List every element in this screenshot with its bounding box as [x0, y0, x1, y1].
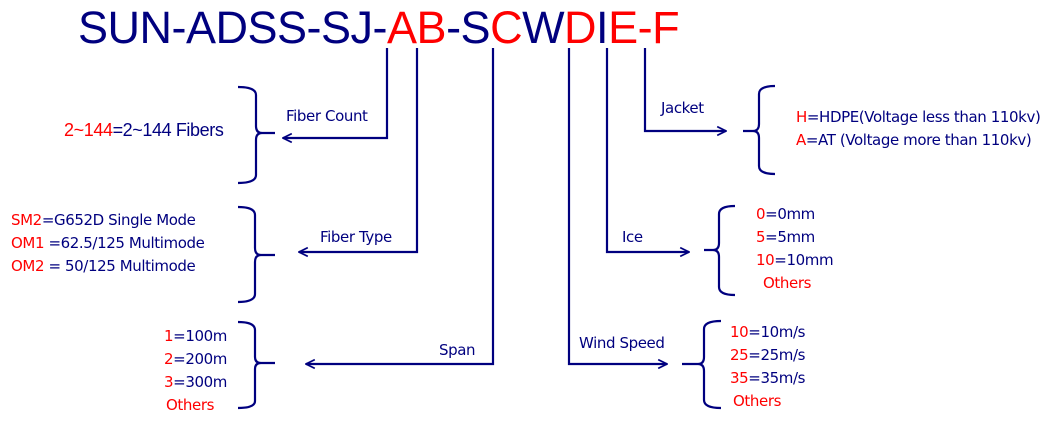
title-code-d: D: [564, 2, 597, 53]
title-dash-s: -S: [446, 2, 491, 53]
option-row: 2~144=2~144 Fibers: [64, 119, 224, 142]
ice-label: Ice: [622, 228, 643, 246]
fiber-count-options: 2~144=2~144 Fibers: [64, 119, 224, 142]
fiber-type-connector: [299, 48, 419, 252]
option-row: Others: [730, 390, 805, 413]
option-desc: =25m/s: [748, 346, 806, 364]
title-code-ef: E-F: [608, 2, 680, 53]
option-code: OM2: [11, 257, 45, 275]
option-row: 35=35m/s: [730, 367, 805, 390]
fiber-type-options: SM2=G652D Single Mode OM1 =62.5/125 Mult…: [11, 209, 205, 278]
option-desc: =0mm: [765, 205, 815, 223]
option-desc: =10m/s: [748, 323, 806, 341]
option-code: 3: [164, 373, 174, 391]
option-code: 25: [730, 346, 749, 364]
title-prefix: SUN-ADSS-SJ-: [78, 2, 388, 53]
option-desc: =100m: [173, 327, 227, 345]
fiber-count-connector: [283, 48, 389, 138]
option-code: 35: [730, 369, 749, 387]
option-code: A: [796, 131, 806, 149]
option-row: 25=25m/s: [730, 344, 805, 367]
option-code: 1: [164, 327, 174, 345]
option-row: 10=10m/s: [730, 321, 805, 344]
option-row: 2=200m: [164, 348, 227, 371]
ice-connector: [605, 48, 689, 252]
span-bracket: [237, 320, 275, 410]
option-desc: = 50/125 Multimode: [44, 257, 196, 275]
wind-speed-connector: [567, 48, 667, 364]
option-code: Others: [763, 274, 812, 292]
option-code: H: [796, 108, 807, 126]
option-desc: =HDPE(Voltage less than 110kv): [806, 108, 1041, 126]
title-code-w: W: [522, 2, 565, 53]
fiber-count-bracket: [237, 85, 275, 185]
option-code: 10: [756, 251, 775, 269]
model-code-title: SUN-ADSS-SJ-AB-SCWDIE-F: [78, 2, 680, 54]
option-desc: =2~144 Fibers: [112, 120, 224, 140]
span-label: Span: [439, 341, 476, 359]
jacket-connector: [643, 48, 726, 131]
option-row: OM2 = 50/125 Multimode: [11, 255, 205, 278]
option-desc: =5mm: [765, 228, 815, 246]
option-code: Others: [166, 396, 215, 414]
option-row: 0=0mm: [756, 203, 833, 226]
jacket-bracket: [743, 84, 776, 176]
fiber-type-label: Fiber Type: [320, 228, 392, 246]
option-row: OM1 =62.5/125 Multimode: [11, 232, 205, 255]
option-code: 0: [756, 205, 766, 223]
span-options: 1=100m 2=200m 3=300m Others: [164, 325, 227, 417]
title-code-i: I: [596, 2, 609, 53]
fiber-count-label: Fiber Count: [286, 107, 368, 125]
option-desc: =62.5/125 Multimode: [44, 234, 205, 252]
wind-speed-options: 10=10m/s 25=25m/s 35=35m/s Others: [730, 321, 805, 413]
option-row: A=AT (Voltage more than 110kv): [796, 129, 1040, 152]
ice-bracket: [704, 204, 736, 297]
option-desc: =AT (Voltage more than 110kv): [805, 131, 1032, 149]
option-row: Others: [756, 272, 833, 295]
wind-speed-bracket: [682, 319, 722, 410]
option-desc: =35m/s: [748, 369, 806, 387]
title-code-c: C: [490, 2, 523, 53]
option-desc: =200m: [173, 350, 227, 368]
title-code-ab: AB: [387, 2, 447, 53]
span-connector: [306, 48, 495, 364]
option-code: 2~144: [64, 120, 113, 140]
option-code: 5: [756, 228, 766, 246]
option-code: Others: [733, 392, 782, 410]
fiber-type-bracket: [237, 205, 275, 304]
option-code: SM2: [11, 211, 42, 229]
option-code: 10: [730, 323, 749, 341]
option-desc: =300m: [173, 373, 227, 391]
option-row: 10=10mm: [756, 249, 834, 272]
option-desc: =10mm: [774, 251, 834, 269]
ice-options: 0=0mm 5=5mm 10=10mm Others: [756, 203, 834, 295]
option-code: 2: [164, 350, 174, 368]
option-row: H=HDPE(Voltage less than 110kv): [796, 106, 1041, 129]
option-row: 1=100m: [164, 325, 227, 348]
option-desc: =G652D Single Mode: [41, 211, 196, 229]
jacket-options: H=HDPE(Voltage less than 110kv) A=AT (Vo…: [796, 106, 1041, 152]
option-row: SM2=G652D Single Mode: [11, 209, 205, 232]
option-row: 3=300m: [164, 371, 227, 394]
option-row: Others: [164, 394, 227, 417]
jacket-label: Jacket: [661, 99, 704, 117]
wind-speed-label: Wind Speed: [579, 334, 665, 352]
option-code: OM1: [11, 234, 45, 252]
option-row: 5=5mm: [756, 226, 833, 249]
